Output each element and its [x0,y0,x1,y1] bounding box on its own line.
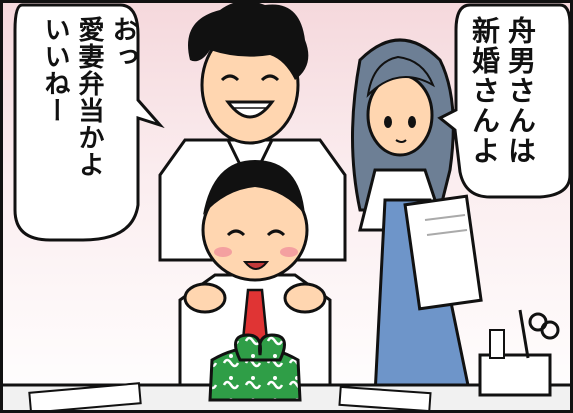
speech-bubble-left-text: おっ 愛妻弁当かよ いいねー [40,16,138,178]
woman-with-papers [351,38,483,397]
speech-bubble-left [13,3,165,242]
speech-bubble-right [437,3,572,199]
speech-bubble-right-text: 舟男さんは 新婚さんよ [468,16,537,166]
lunch-box-furoshiki [208,333,302,402]
desk-organizer [478,309,560,397]
